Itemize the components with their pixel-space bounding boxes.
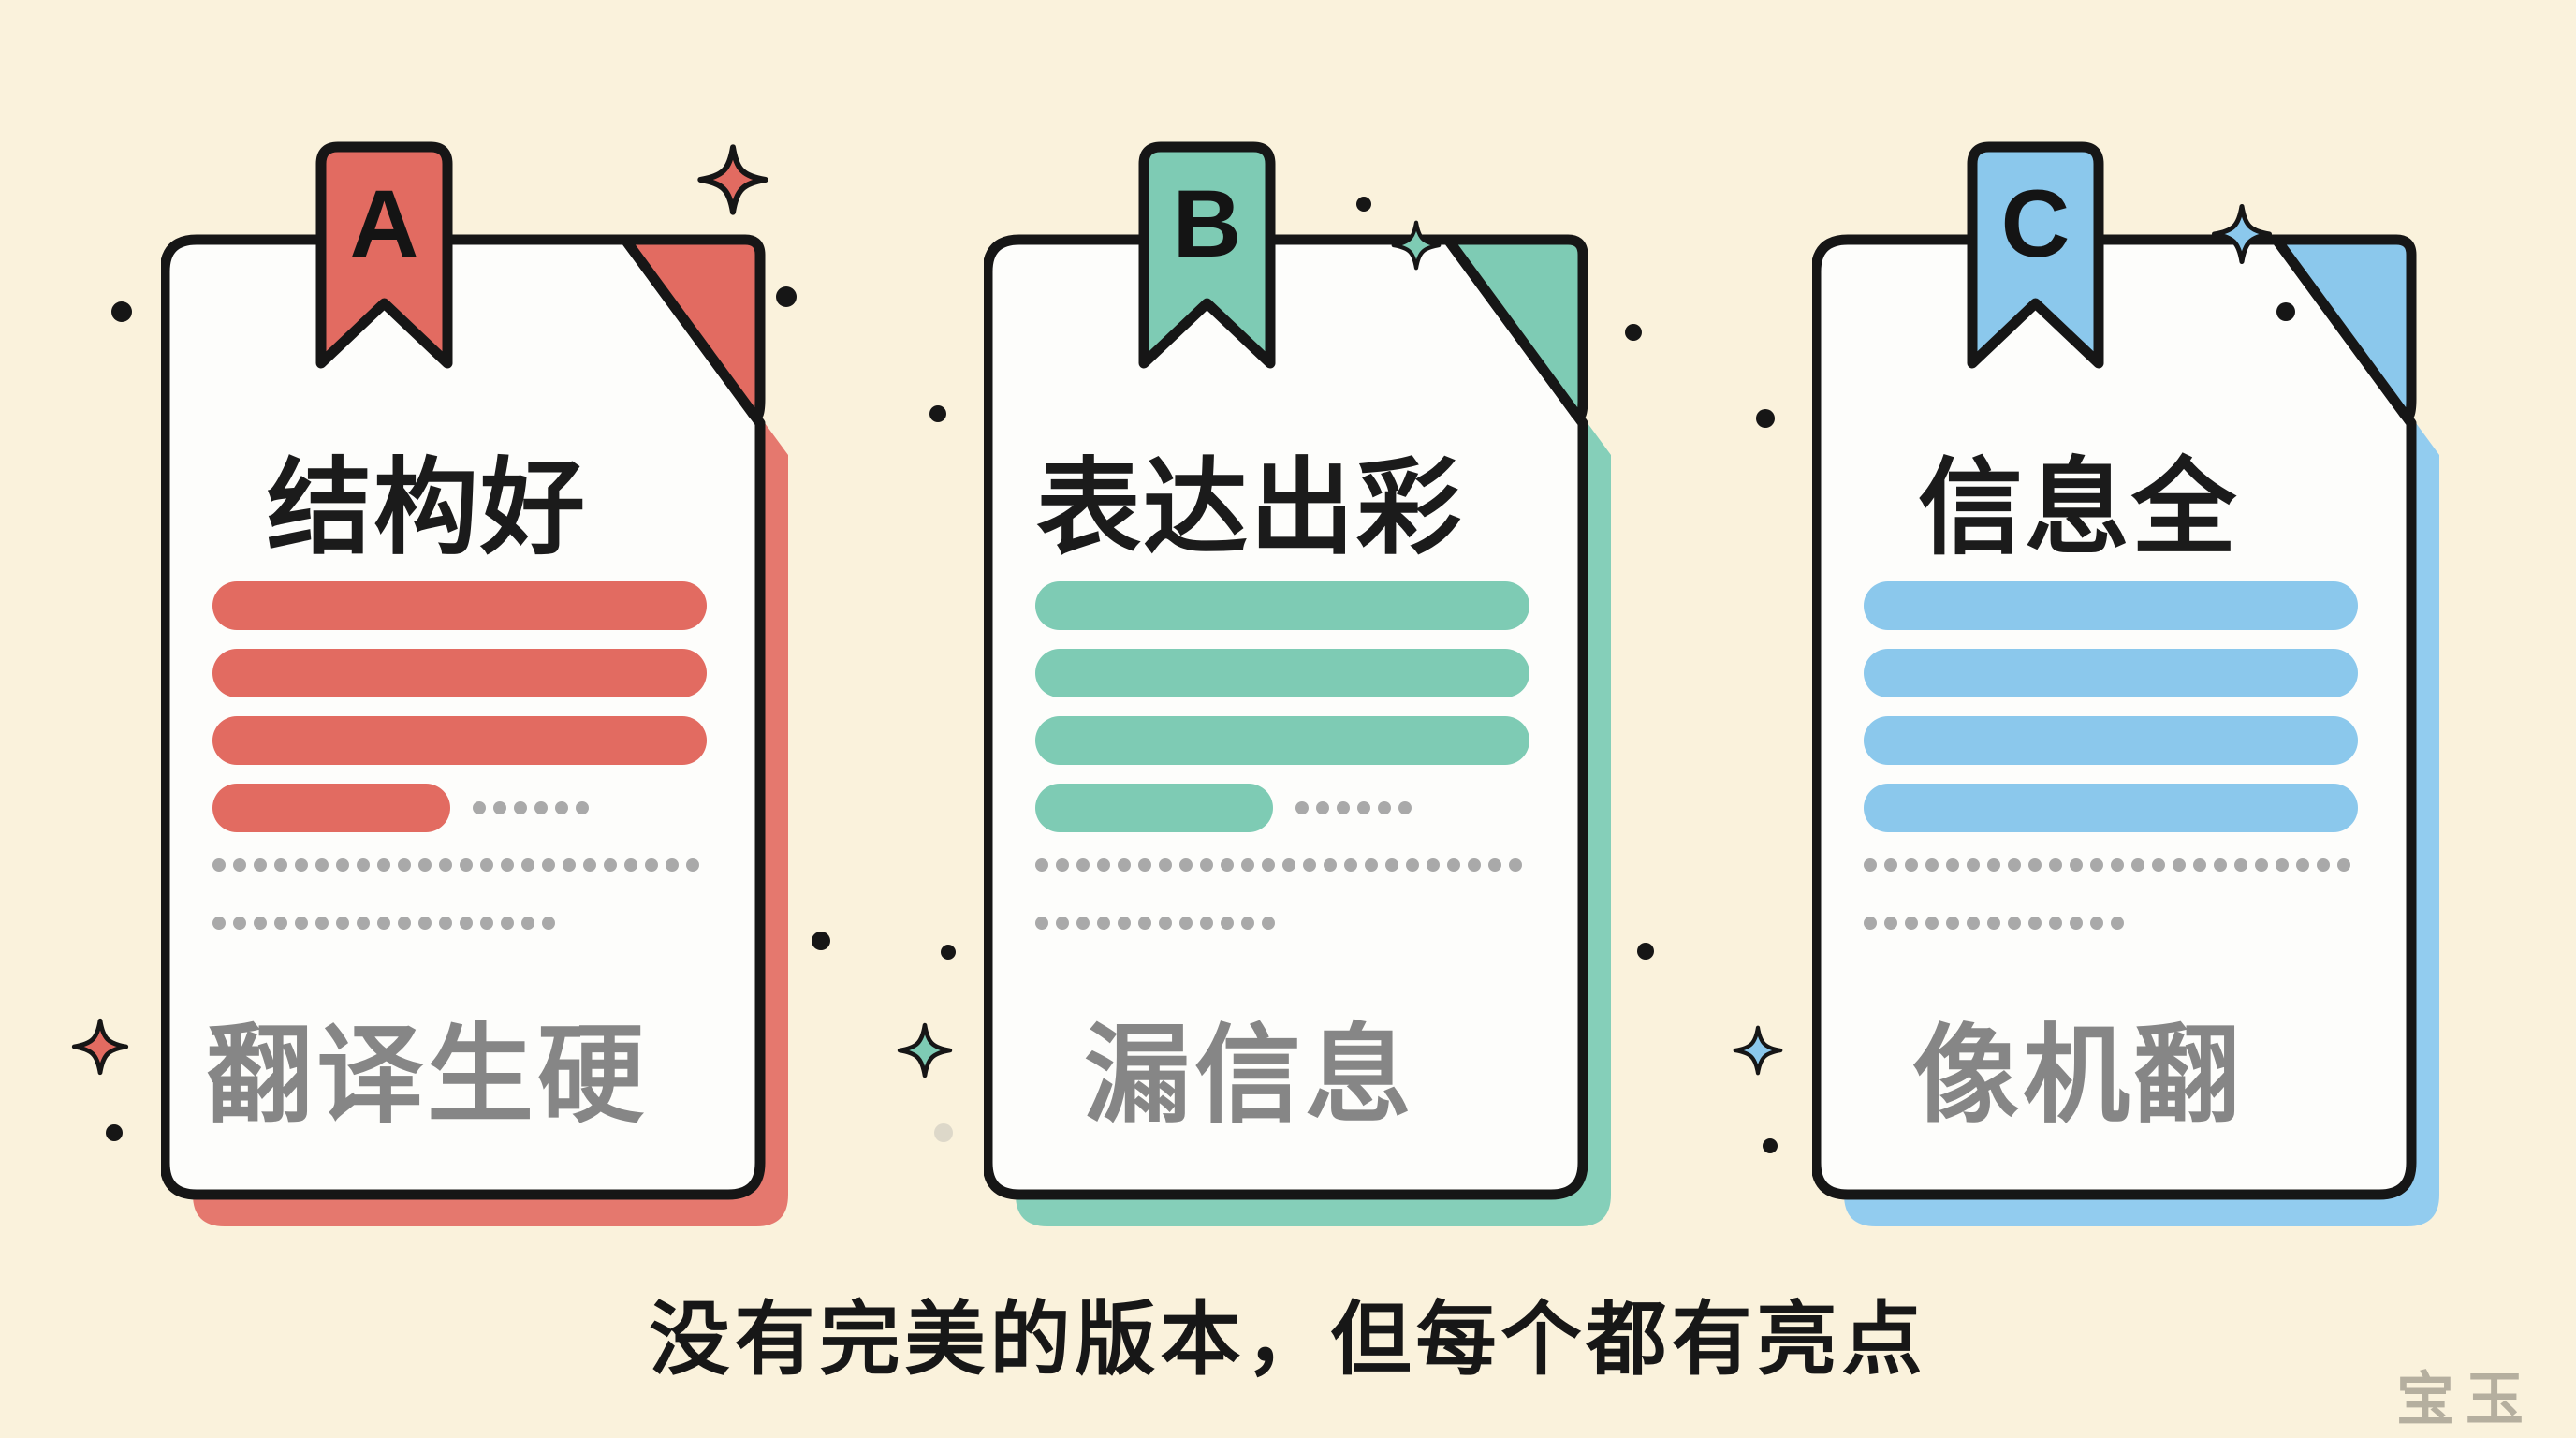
bookmark-ribbon-icon	[1967, 141, 2104, 369]
card-title: 表达出彩	[1036, 449, 1463, 566]
ellipsis-dots	[473, 801, 589, 814]
card-content: 结构好 翻译生硬	[165, 240, 760, 1195]
dotted-text-row	[1864, 917, 2124, 930]
card-grade-letter: C	[2000, 169, 2071, 277]
decoration-dot	[2276, 302, 2295, 321]
version-card: C 信息全 像机翻	[1812, 139, 2467, 1262]
decoration-dot	[1763, 1138, 1778, 1153]
decoration-dot	[812, 932, 830, 950]
folded-corner-icon	[2271, 234, 2417, 422]
decoration-dot	[776, 286, 797, 307]
sparkle-icon	[897, 1022, 953, 1078]
decoration-dot	[106, 1124, 123, 1141]
sparkle-icon	[697, 144, 768, 215]
text-line-bar	[1035, 581, 1530, 630]
card-content: 信息全 像机翻	[1816, 240, 2411, 1195]
card-grade-letter: A	[349, 169, 419, 277]
sparkle-icon	[71, 1018, 129, 1076]
decoration-dot	[929, 405, 946, 422]
folded-corner-icon	[620, 234, 766, 422]
dotted-text-row	[212, 917, 555, 930]
text-line-bar	[212, 784, 450, 832]
version-card: A 结构好 翻译生硬	[161, 139, 816, 1262]
card-title: 信息全	[1918, 449, 2238, 566]
sparkle-icon	[1391, 220, 1442, 271]
text-line-bar	[1864, 716, 2358, 765]
text-line-bar	[212, 649, 707, 697]
card-title: 结构好	[267, 449, 587, 566]
text-line-bar	[1035, 649, 1530, 697]
bookmark-ribbon-icon	[1138, 141, 1276, 369]
version-card: B 表达出彩 漏信息	[984, 139, 1639, 1262]
text-line-bar	[1035, 784, 1273, 832]
text-line-bar	[1864, 649, 2358, 697]
dotted-text-row	[1035, 858, 1522, 872]
text-line-bar	[1864, 581, 2358, 630]
sparkle-icon	[1733, 1025, 1783, 1076]
card-content: 表达出彩 漏信息	[988, 240, 1583, 1195]
sparkle-icon	[2211, 203, 2273, 265]
text-line-bar	[1035, 716, 1530, 765]
text-line-bar	[1864, 784, 2358, 832]
card-caption: 漏信息	[1083, 1017, 1415, 1136]
watermark: 宝玉	[2396, 1368, 2536, 1432]
text-line-bar	[212, 581, 707, 630]
decoration-dot	[1625, 324, 1642, 341]
card-caption: 像机翻	[1911, 1017, 2244, 1136]
decoration-dot	[934, 1123, 953, 1142]
decoration-dot	[1756, 409, 1775, 428]
decoration-dot	[1356, 197, 1371, 212]
decoration-dot	[1637, 943, 1654, 960]
decoration-dot	[111, 301, 132, 322]
text-line-bar	[212, 716, 707, 765]
card-grade-letter: B	[1172, 169, 1242, 277]
card-caption: 翻译生硬	[205, 1017, 648, 1136]
page-caption: 没有完美的版本，但每个都有亮点	[649, 1295, 1927, 1385]
folded-corner-icon	[1442, 234, 1588, 422]
ellipsis-dots	[1295, 801, 1412, 814]
dotted-text-row	[1035, 917, 1275, 930]
decoration-dot	[941, 945, 956, 960]
dotted-text-row	[212, 858, 699, 872]
bookmark-ribbon-icon	[315, 141, 453, 369]
dotted-text-row	[1864, 858, 2350, 872]
